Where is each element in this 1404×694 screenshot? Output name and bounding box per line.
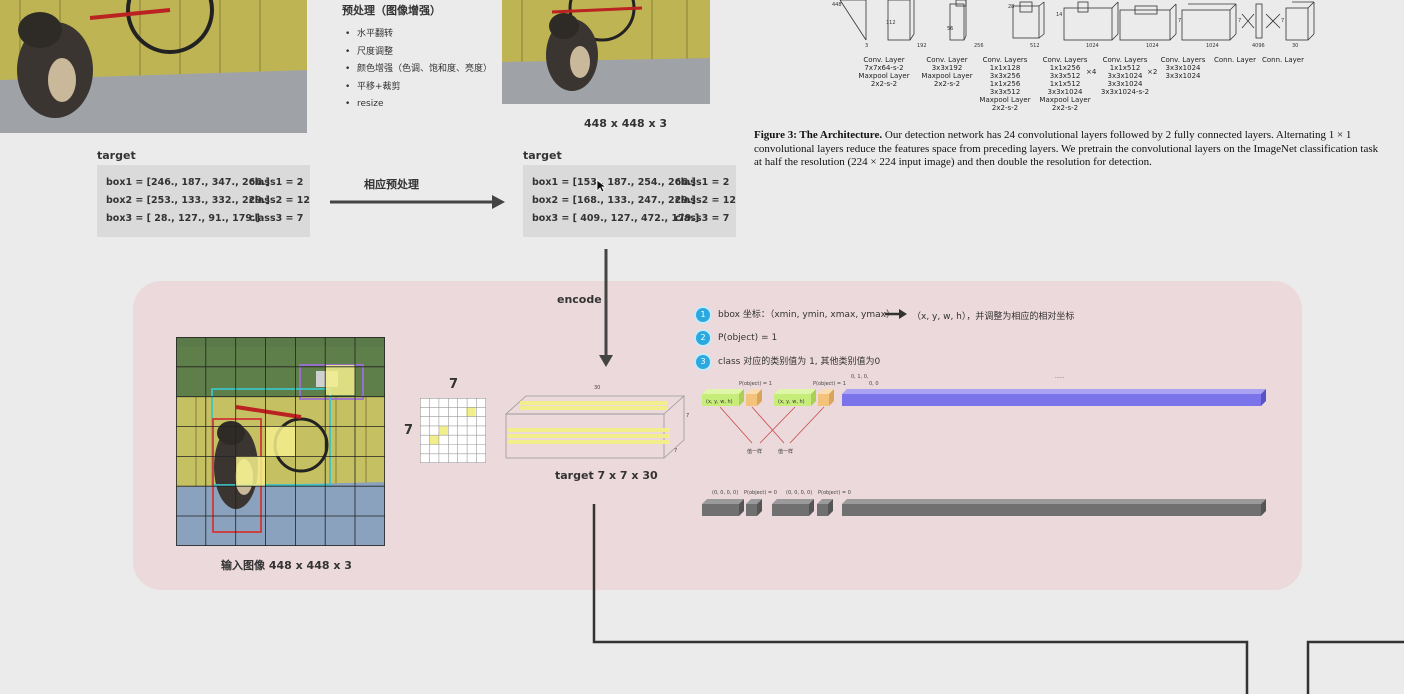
arch-repeat-2: ×2 (1147, 68, 1158, 76)
original-target-card: box1 = [246., 187., 347., 266.] class1 =… (97, 165, 310, 237)
grid-size-left: 7 (404, 423, 414, 438)
arch-dim-192: 192 (917, 43, 927, 49)
encode-step-3: 3 class 对应的类别值为 1, 其他类别值为0 (696, 354, 880, 369)
original-box-3: box3 = [ 28., 127., 91., 179.] (106, 213, 260, 224)
arch-dim-1024b: 1024 (1146, 43, 1159, 49)
new-box-1: box1 = [153., 187., 254., 266.] (532, 177, 696, 188)
original-box-1: box1 = [246., 187., 347., 266.] (106, 177, 270, 188)
encode-arrow (599, 249, 613, 367)
encode-input-image (176, 337, 385, 546)
class-values-label: 0, 1, 0, (851, 374, 869, 380)
grid-size-top: 7 (449, 377, 459, 392)
arch-layer-8: Conn. Layer (1261, 56, 1304, 64)
network-architecture-diagram: 448 112 56 28 14 7 7 7 3 192 256 512 102… (832, 0, 1315, 49)
arch-dim-28: 28 (1008, 4, 1014, 10)
arch-dim-30: 30 (1292, 43, 1298, 49)
new-box-2: box2 = [168., 133., 247., 229.] (532, 195, 696, 206)
input-photo-preprocessed (502, 0, 710, 104)
new-class-1: class1 = 2 (675, 177, 730, 188)
pobj0-label-b: P(object) = 0 (818, 490, 851, 496)
arch-dim-3: 3 (865, 43, 868, 49)
original-class-2: class2 = 12 (249, 195, 311, 206)
encode-label: encode (557, 293, 602, 306)
new-target-label: target (523, 149, 562, 162)
new-box-3: box3 = [ 409., 127., 472., 179.] (532, 213, 700, 224)
arch-dim-56: 56 (947, 26, 953, 32)
step-number-2: 2 (696, 331, 710, 345)
grid-7x7 (420, 398, 486, 463)
arch-repeat-4: ×4 (1086, 68, 1097, 76)
original-box-2: box2 = [253., 133., 332., 229.] (106, 195, 270, 206)
mouse-cursor-icon (596, 179, 606, 193)
preprocess-arrow (330, 195, 505, 209)
step-number-3: 3 (696, 355, 710, 369)
step-1-arrow (885, 309, 907, 319)
preprocess-arrow-label: 相应预处理 (364, 178, 419, 191)
target-tensor (504, 395, 686, 459)
step-text-3: class 对应的类别值为 1, 其他类别值为0 (718, 357, 881, 367)
zeros-label-a: (0, 0, 0, 0) (712, 490, 739, 496)
xywh-label-a: (x, y, w, h) (706, 399, 733, 405)
tensor-caption: target 7 x 7 x 30 (555, 469, 658, 482)
step-number-1: 1 (696, 308, 710, 322)
same-value-label-b: 值一样 (778, 448, 793, 455)
arch-dim-1024c: 1024 (1206, 43, 1219, 49)
pobj1-label-a: P(object) = 1 (739, 381, 772, 387)
arch-dim-14: 14 (1056, 12, 1062, 18)
xywh-label-b: (x, y, w, h) (778, 399, 805, 405)
tensor-depth-label: 30 (594, 385, 601, 391)
pobj0-label-a: P(object) = 0 (744, 490, 777, 496)
zeros-label-b: (0, 0, 0, 0) (786, 490, 813, 496)
same-value-label-a: 值一样 (747, 448, 762, 455)
object-vector: (x, y, w, h) (x, y, w, h) 值一样 值一样 (702, 389, 1266, 455)
arch-dim-7a: 7 (1178, 18, 1181, 24)
preprocessed-size-caption: 448 x 448 x 3 (584, 117, 668, 130)
tensor-height-label: 7 (674, 448, 678, 454)
encode-step-1: 1 bbox 坐标：（xmin, ymin, xmax, ymax） (696, 307, 895, 322)
class-values-label-2: 0, 0 (869, 381, 879, 387)
figure-3-text: Our detection network has 24 convolution… (754, 129, 1379, 168)
arch-dim-1024a: 1024 (1086, 43, 1099, 49)
pobj1-label-b: P(object) = 1 (813, 381, 846, 387)
no-object-vector (702, 499, 1266, 516)
encode-step-1-tail: （x, y, w, h），并调整为相应的相对坐标 (912, 312, 1075, 322)
arch-dim-256: 256 (974, 43, 984, 49)
arch-dim-512: 512 (1030, 43, 1040, 49)
step-text-2: P(object) = 1 (718, 333, 778, 343)
encode-step-2: 2 P(object) = 1 (696, 331, 777, 345)
figure-3-lead: Figure 3: The Architecture. (754, 129, 883, 141)
tensor-width-label: 7 (686, 413, 690, 419)
arch-dim-7c: 7 (1281, 18, 1284, 24)
preprocess-item: 颜色增强（色调、饱和度、亮度） (345, 61, 492, 79)
arch-dim-112: 112 (886, 20, 896, 26)
arch-dim-448: 448 (832, 2, 842, 8)
encode-input-caption: 输入图像 448 x 448 x 3 (221, 559, 352, 572)
new-class-3: class3 = 7 (675, 213, 730, 224)
preprocess-item: 平移+裁剪 (345, 79, 492, 97)
arch-layer-7: Conn. Layer (1213, 56, 1256, 64)
new-target-card: box1 = [153., 187., 254., 266.] class1 =… (523, 165, 736, 237)
ellipsis-label: ...... (1055, 374, 1065, 380)
original-target-label: target (97, 149, 136, 162)
original-class-1: class1 = 2 (249, 177, 304, 188)
figure-3-caption: Figure 3: The Architecture. Our detectio… (754, 129, 1382, 170)
preprocess-item: 水平翻转 (345, 26, 492, 44)
flow-connector-lines (592, 504, 1404, 694)
preprocess-item: 尺度调整 (345, 44, 492, 62)
arch-dim-4096: 4096 (1252, 43, 1265, 49)
new-class-2: class2 = 12 (675, 195, 737, 206)
preprocess-item: resize (345, 96, 492, 114)
step-text-1: bbox 坐标：（xmin, ymin, xmax, ymax） (718, 310, 895, 320)
original-class-3: class3 = 7 (249, 213, 304, 224)
preprocess-title: 预处理（图像增强） (342, 4, 441, 17)
preprocess-list: 水平翻转 尺度调整 颜色增强（色调、饱和度、亮度） 平移+裁剪 resize (345, 26, 492, 114)
input-photo-original (0, 0, 307, 133)
arch-dim-7b: 7 (1238, 18, 1241, 24)
